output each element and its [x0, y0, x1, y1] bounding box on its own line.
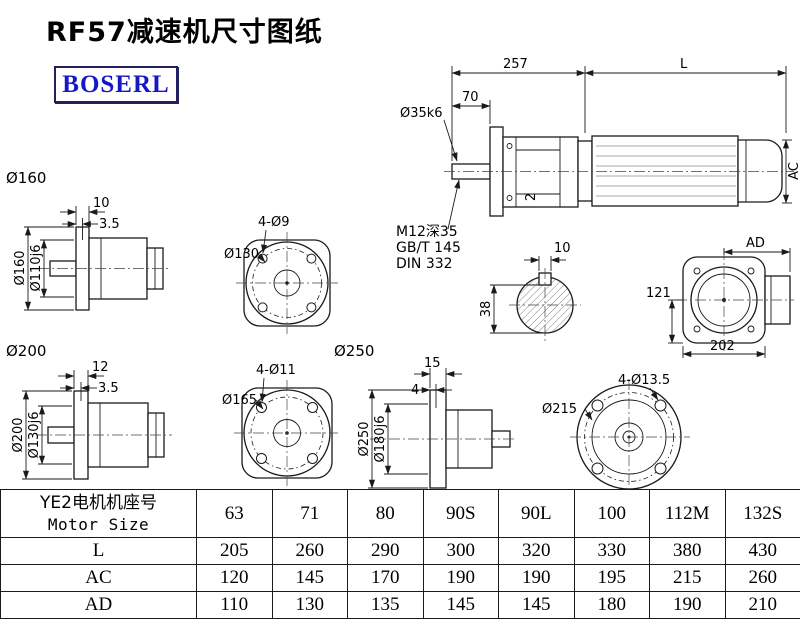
flange250-dim-4: 4 — [411, 383, 419, 398]
row-label: AD — [0, 591, 197, 619]
value-cell: 290 — [347, 537, 424, 565]
flange250-pilot-dia: Ø180j6 — [373, 416, 388, 463]
value-cell: 430 — [724, 537, 800, 565]
value-cell: 195 — [573, 564, 650, 592]
flange160-outer-dia: Ø160 — [13, 250, 28, 285]
front215-bolt-circle: Ø215 — [542, 402, 577, 417]
section-key-height: 38 — [479, 301, 494, 318]
flange200-pilot-dia: Ø130j6 — [27, 412, 42, 459]
main-assembly-view: 257 L 70 Ø35k6 AC 2 M12深35 GB/T 145 DIN … — [396, 57, 800, 272]
value-cell: 215 — [649, 564, 726, 592]
table-row-AC: AC 120 145 170 190 190 195 215 260 — [0, 564, 800, 592]
table-row-AD: AD 110 130 135 145 145 180 190 210 — [0, 591, 800, 619]
flange160-dim-10: 10 — [93, 196, 110, 211]
value-cell: 330 — [573, 537, 650, 565]
tap-note: M12深35 — [396, 224, 458, 240]
flange-215-front-view: 4-Ø13.5 Ø215 — [542, 373, 690, 490]
value-cell: 260 — [271, 537, 348, 565]
size-cell: 63 — [196, 489, 273, 538]
dim-121: 121 — [646, 286, 671, 301]
flange-165-front-view: 4-Ø11 Ø165 — [222, 363, 338, 486]
value-cell: 180 — [573, 591, 650, 619]
dim-257: 257 — [503, 57, 528, 72]
row-label: L — [0, 537, 197, 565]
standard-note-din: DIN 332 — [396, 256, 453, 272]
flange-160-side-view: Ø160 10 3.5 Ø160 Ø110j6 — [6, 169, 170, 311]
value-cell: 110 — [196, 591, 273, 619]
value-cell: 380 — [649, 537, 726, 565]
value-cell: 260 — [724, 564, 800, 592]
size-cell: 112M — [649, 489, 726, 538]
value-cell: 210 — [724, 591, 800, 619]
dim-AD: AD — [746, 236, 765, 251]
flange160-label: Ø160 — [6, 169, 46, 187]
size-cell: 80 — [347, 489, 424, 538]
value-cell: 190 — [649, 591, 726, 619]
size-cell: 90S — [422, 489, 499, 538]
shaft-diameter-label: Ø35k6 — [400, 106, 443, 121]
row-label: AC — [0, 564, 197, 592]
front215-holes: 4-Ø13.5 — [618, 373, 670, 388]
value-cell: 320 — [498, 537, 575, 565]
size-cell: 132S — [724, 489, 800, 538]
flange160-dim-3-5: 3.5 — [99, 217, 120, 232]
front130-holes: 4-Ø9 — [258, 215, 289, 230]
dim-L: L — [680, 57, 688, 72]
flange-250-side-view: Ø250 15 4 Ø250 Ø180j6 — [334, 342, 516, 489]
dim-202: 202 — [710, 339, 735, 354]
value-cell: 130 — [271, 591, 348, 619]
logo-text: BOSERL — [62, 70, 170, 98]
value-cell: 170 — [347, 564, 424, 592]
flange160-pilot-dia: Ø110j6 — [29, 245, 44, 292]
front165-holes: 4-Ø11 — [256, 363, 296, 378]
dim-2: 2 — [524, 193, 539, 201]
front165-bolt-circle: Ø165 — [222, 393, 257, 408]
flange250-outer-dia: Ø250 — [357, 421, 372, 456]
boserl-logo: BOSERL — [54, 66, 178, 103]
value-cell: 145 — [271, 564, 348, 592]
flange-200-side-view: Ø200 12 3.5 Ø200 Ø130j6 — [6, 342, 172, 480]
value-cell: 135 — [347, 591, 424, 619]
value-cell: 190 — [498, 564, 575, 592]
flange200-outer-dia: Ø200 — [11, 417, 26, 452]
flange200-dim-3-5: 3.5 — [98, 381, 119, 396]
standard-note-gbt: GB/T 145 — [396, 240, 461, 256]
value-cell: 205 — [196, 537, 273, 565]
front130-bolt-circle: Ø130 — [224, 247, 259, 262]
value-cell: 145 — [422, 591, 499, 619]
motor-rear-view: AD 121 202 — [646, 236, 794, 358]
table-header-row: YE2电机机座号 Motor Size 63 71 80 90S 90L 100… — [0, 489, 800, 538]
shaft-key-section-view: 10 38 — [479, 241, 581, 342]
table-row-L: L 205 260 290 300 320 330 380 430 — [0, 537, 800, 565]
size-cell: 90L — [498, 489, 575, 538]
value-cell: 145 — [498, 591, 575, 619]
flange250-label: Ø250 — [334, 342, 374, 360]
value-cell: 190 — [422, 564, 499, 592]
dim-AC: AC — [787, 162, 800, 180]
table-header-en: Motor Size — [47, 514, 150, 534]
table-header-label: YE2电机机座号 Motor Size — [0, 489, 197, 538]
value-cell: 300 — [422, 537, 499, 565]
technical-drawing: 257 L 70 Ø35k6 AC 2 M12深35 GB/T 145 DIN … — [6, 57, 800, 490]
flange-130-front-view: 4-Ø9 Ø130 — [224, 215, 338, 334]
table-header-cn: YE2电机机座号 — [40, 493, 157, 514]
motor-size-table: YE2电机机座号 Motor Size 63 71 80 90S 90L 100… — [0, 489, 800, 619]
flange200-dim-12: 12 — [92, 360, 109, 375]
page-title: RF57减速机尺寸图纸 — [46, 17, 323, 48]
size-cell: 71 — [271, 489, 348, 538]
value-cell: 120 — [196, 564, 273, 592]
flange200-label: Ø200 — [6, 342, 46, 360]
size-cell: 100 — [573, 489, 650, 538]
flange250-dim-15: 15 — [424, 356, 441, 371]
section-key-width: 10 — [554, 241, 571, 256]
dim-70: 70 — [462, 90, 479, 105]
